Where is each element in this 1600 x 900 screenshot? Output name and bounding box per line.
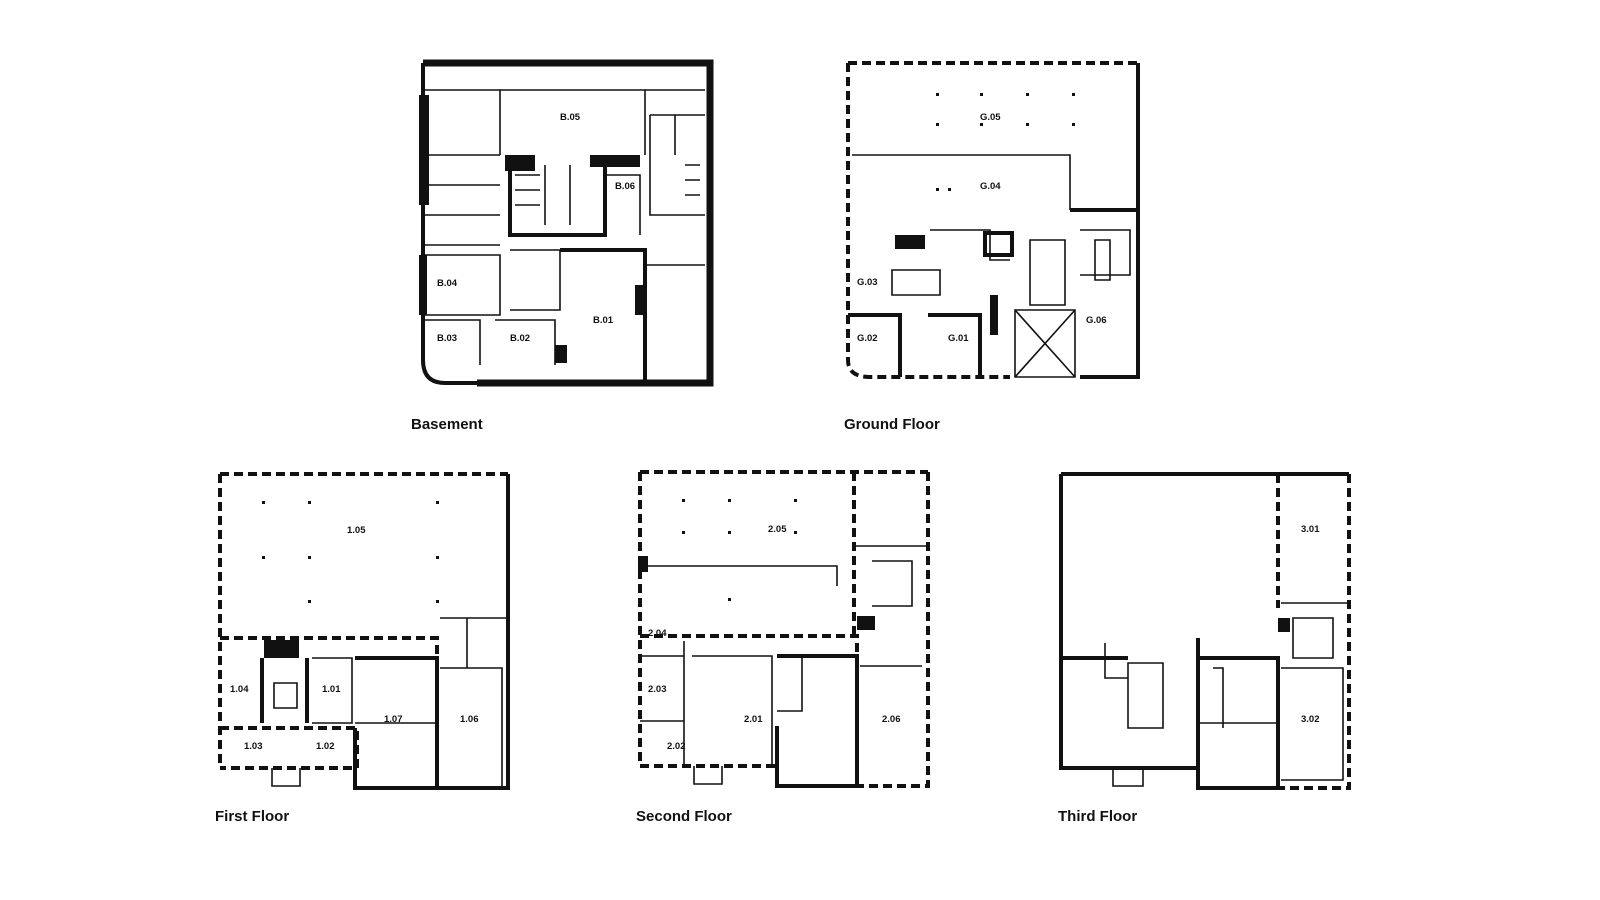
room-label-g01: G.01 (948, 333, 969, 344)
first-floor-plan-drawing: 1.05 1.04 1.01 1.07 1.06 1.03 1.02 (218, 472, 510, 790)
room-label-101: 1.01 (322, 684, 341, 695)
room-label-204: 2.04 (648, 628, 667, 639)
room-label-b01: B.01 (593, 315, 614, 326)
room-label-g02: G.02 (857, 333, 878, 344)
floor-title-first: First Floor (215, 808, 290, 825)
room-label-301: 3.01 (1301, 524, 1320, 535)
floor-title-ground: Ground Floor (844, 416, 940, 433)
room-label-b05: B.05 (560, 112, 581, 123)
room-label-203: 2.03 (648, 684, 667, 695)
room-label-b06: B.06 (615, 181, 635, 192)
room-label-b02: B.02 (510, 333, 530, 344)
room-label-g03: G.03 (857, 277, 878, 288)
room-label-201: 2.01 (744, 714, 763, 725)
room-label-103: 1.03 (244, 741, 263, 752)
floor-title-basement: Basement (411, 416, 483, 433)
room-label-102: 1.02 (316, 741, 335, 752)
ground-floor-plan: G.05 G.04 G.03 G.02 G.01 G.06 (840, 55, 1150, 395)
floor-title-third: Third Floor (1058, 808, 1138, 825)
second-floor-plan-drawing: 2.05 2.04 2.03 2.01 2.06 2.02 (638, 470, 930, 788)
room-label-b04: B.04 (437, 278, 458, 289)
room-label-302: 3.02 (1301, 714, 1320, 725)
room-label-g05: G.05 (980, 112, 1001, 123)
room-label-106: 1.06 (460, 714, 479, 725)
third-floor-plan: 3.01 3.02 (1053, 468, 1358, 798)
room-label-205: 2.05 (768, 524, 787, 535)
room-label-206: 2.06 (882, 714, 901, 725)
room-label-202: 2.02 (667, 741, 686, 752)
room-label-105: 1.05 (347, 525, 366, 536)
floor-title-second: Second Floor (636, 808, 732, 825)
room-label-107: 1.07 (384, 714, 403, 725)
room-label-g04: G.04 (980, 181, 1001, 192)
first-floor-plan: 1.05 1.04 1.01 1.07 1.06 1.03 1.02 (212, 468, 517, 798)
room-label-g06: G.06 (1086, 315, 1107, 326)
room-label-b03: B.03 (437, 333, 457, 344)
second-floor-plan: 2.05 2.04 2.03 2.01 2.06 2.02 (632, 466, 937, 796)
basement-plan: B.05 B.06 B.04 B.03 B.02 B.01 (405, 55, 725, 395)
basement-plan-drawing: B.05 B.06 B.04 B.03 B.02 B.01 (419, 59, 714, 387)
room-label-104: 1.04 (230, 684, 249, 695)
third-floor-plan-drawing: 3.01 3.02 (1059, 472, 1351, 790)
ground-floor-plan-drawing: G.05 G.04 G.03 G.02 G.01 G.06 (846, 61, 1140, 379)
